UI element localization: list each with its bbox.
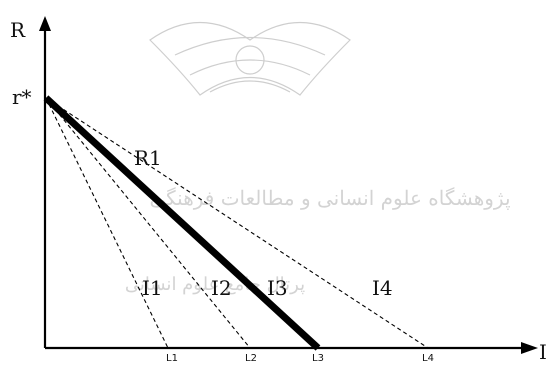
y-axis-arrow — [39, 16, 51, 31]
label-r1: R1 — [134, 146, 162, 170]
line-l1 — [45, 97, 169, 349]
tick-label-l4: L4 — [422, 353, 434, 364]
watermark: پژوهشگاه علوم انسانی و مطالعات فرهنگی پر… — [125, 22, 511, 295]
tick-label-l2: L2 — [245, 353, 257, 364]
tick-label-l1: L1 — [166, 353, 178, 364]
origin-label: r* — [12, 85, 32, 109]
line-l2 — [45, 97, 251, 349]
tick-label-l3: L3 — [312, 353, 324, 364]
line-l4 — [45, 97, 429, 349]
label-i1: I1 — [142, 276, 163, 300]
watermark-text-1: پژوهشگاه علوم انسانی و مطالعات فرهنگی — [149, 186, 510, 210]
y-axis-label: R — [10, 18, 26, 42]
label-i3: I3 — [267, 276, 288, 300]
label-i4: I4 — [372, 276, 393, 300]
watermark-text-2: پرتال جامع علوم انسانی — [125, 274, 305, 295]
x-axis-label: I — [539, 340, 547, 364]
line-l3-thick — [43, 95, 321, 351]
x-axis-arrow — [521, 342, 538, 354]
label-i2: I2 — [211, 276, 232, 300]
